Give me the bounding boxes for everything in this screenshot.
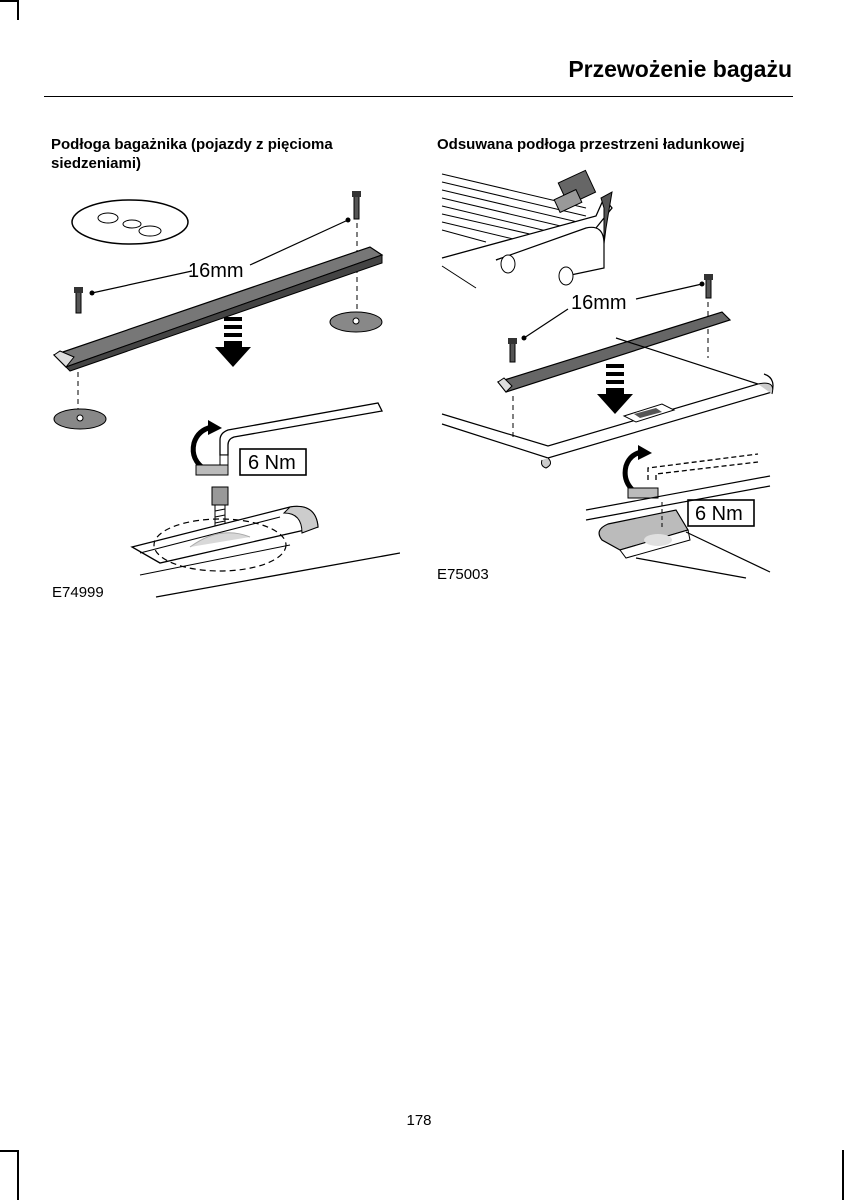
torque-label-box bbox=[239, 448, 307, 476]
bolt-left bbox=[74, 287, 83, 410]
title-divider bbox=[44, 96, 793, 97]
bolt-right bbox=[352, 191, 361, 310]
floor-rail bbox=[52, 246, 384, 372]
section-heading-luggage-floor: Podłoga bagażnika (pojazdy z pięcioma si… bbox=[51, 136, 333, 172]
down-arrow-icon bbox=[597, 364, 633, 414]
down-arrow-icon bbox=[215, 317, 251, 367]
figure-luggage-floor-rail: 16mm bbox=[40, 185, 400, 605]
figure-sliding-load-floor: 16mm bbox=[436, 168, 776, 588]
rotate-arrow-icon bbox=[190, 420, 229, 476]
anchor-washer-right bbox=[329, 311, 383, 333]
load-floor-detail bbox=[441, 169, 613, 289]
crop-mark-top-left bbox=[17, 0, 19, 20]
torque-label-box bbox=[687, 499, 755, 527]
torque-label: 6 Nm bbox=[695, 503, 743, 525]
wrench-size-label: 16mm bbox=[188, 260, 244, 282]
page-number: 178 bbox=[406, 1112, 432, 1129]
page-title: Przewożenie bagażu bbox=[568, 56, 792, 82]
rail-closeup bbox=[130, 505, 400, 598]
crop-mark-bottom-left bbox=[0, 1150, 19, 1152]
section-heading-sliding-load-floor: Odsuwana podłoga przestrzeni ładunkowej bbox=[437, 136, 745, 153]
crop-mark-bottom-left bbox=[17, 1150, 19, 1200]
crop-mark-bottom-right bbox=[842, 1150, 844, 1200]
wrench-size-label: 16mm bbox=[571, 292, 627, 314]
figure-code-right: E75003 bbox=[437, 566, 489, 583]
allen-key bbox=[647, 453, 759, 480]
rail-closeup bbox=[585, 475, 771, 579]
floor-cover-plate bbox=[71, 199, 189, 245]
floor-rail bbox=[496, 311, 732, 393]
bolt-closeup bbox=[211, 486, 229, 528]
rotate-arrow-icon bbox=[622, 445, 659, 499]
bolt-right bbox=[704, 274, 713, 358]
figure-code-left: E74999 bbox=[52, 584, 104, 601]
bolt-left bbox=[508, 338, 517, 438]
crop-mark-top-left bbox=[0, 0, 19, 2]
load-floor-tray bbox=[441, 337, 774, 469]
torque-label: 6 Nm bbox=[248, 452, 296, 474]
anchor-washer-left bbox=[53, 408, 107, 430]
